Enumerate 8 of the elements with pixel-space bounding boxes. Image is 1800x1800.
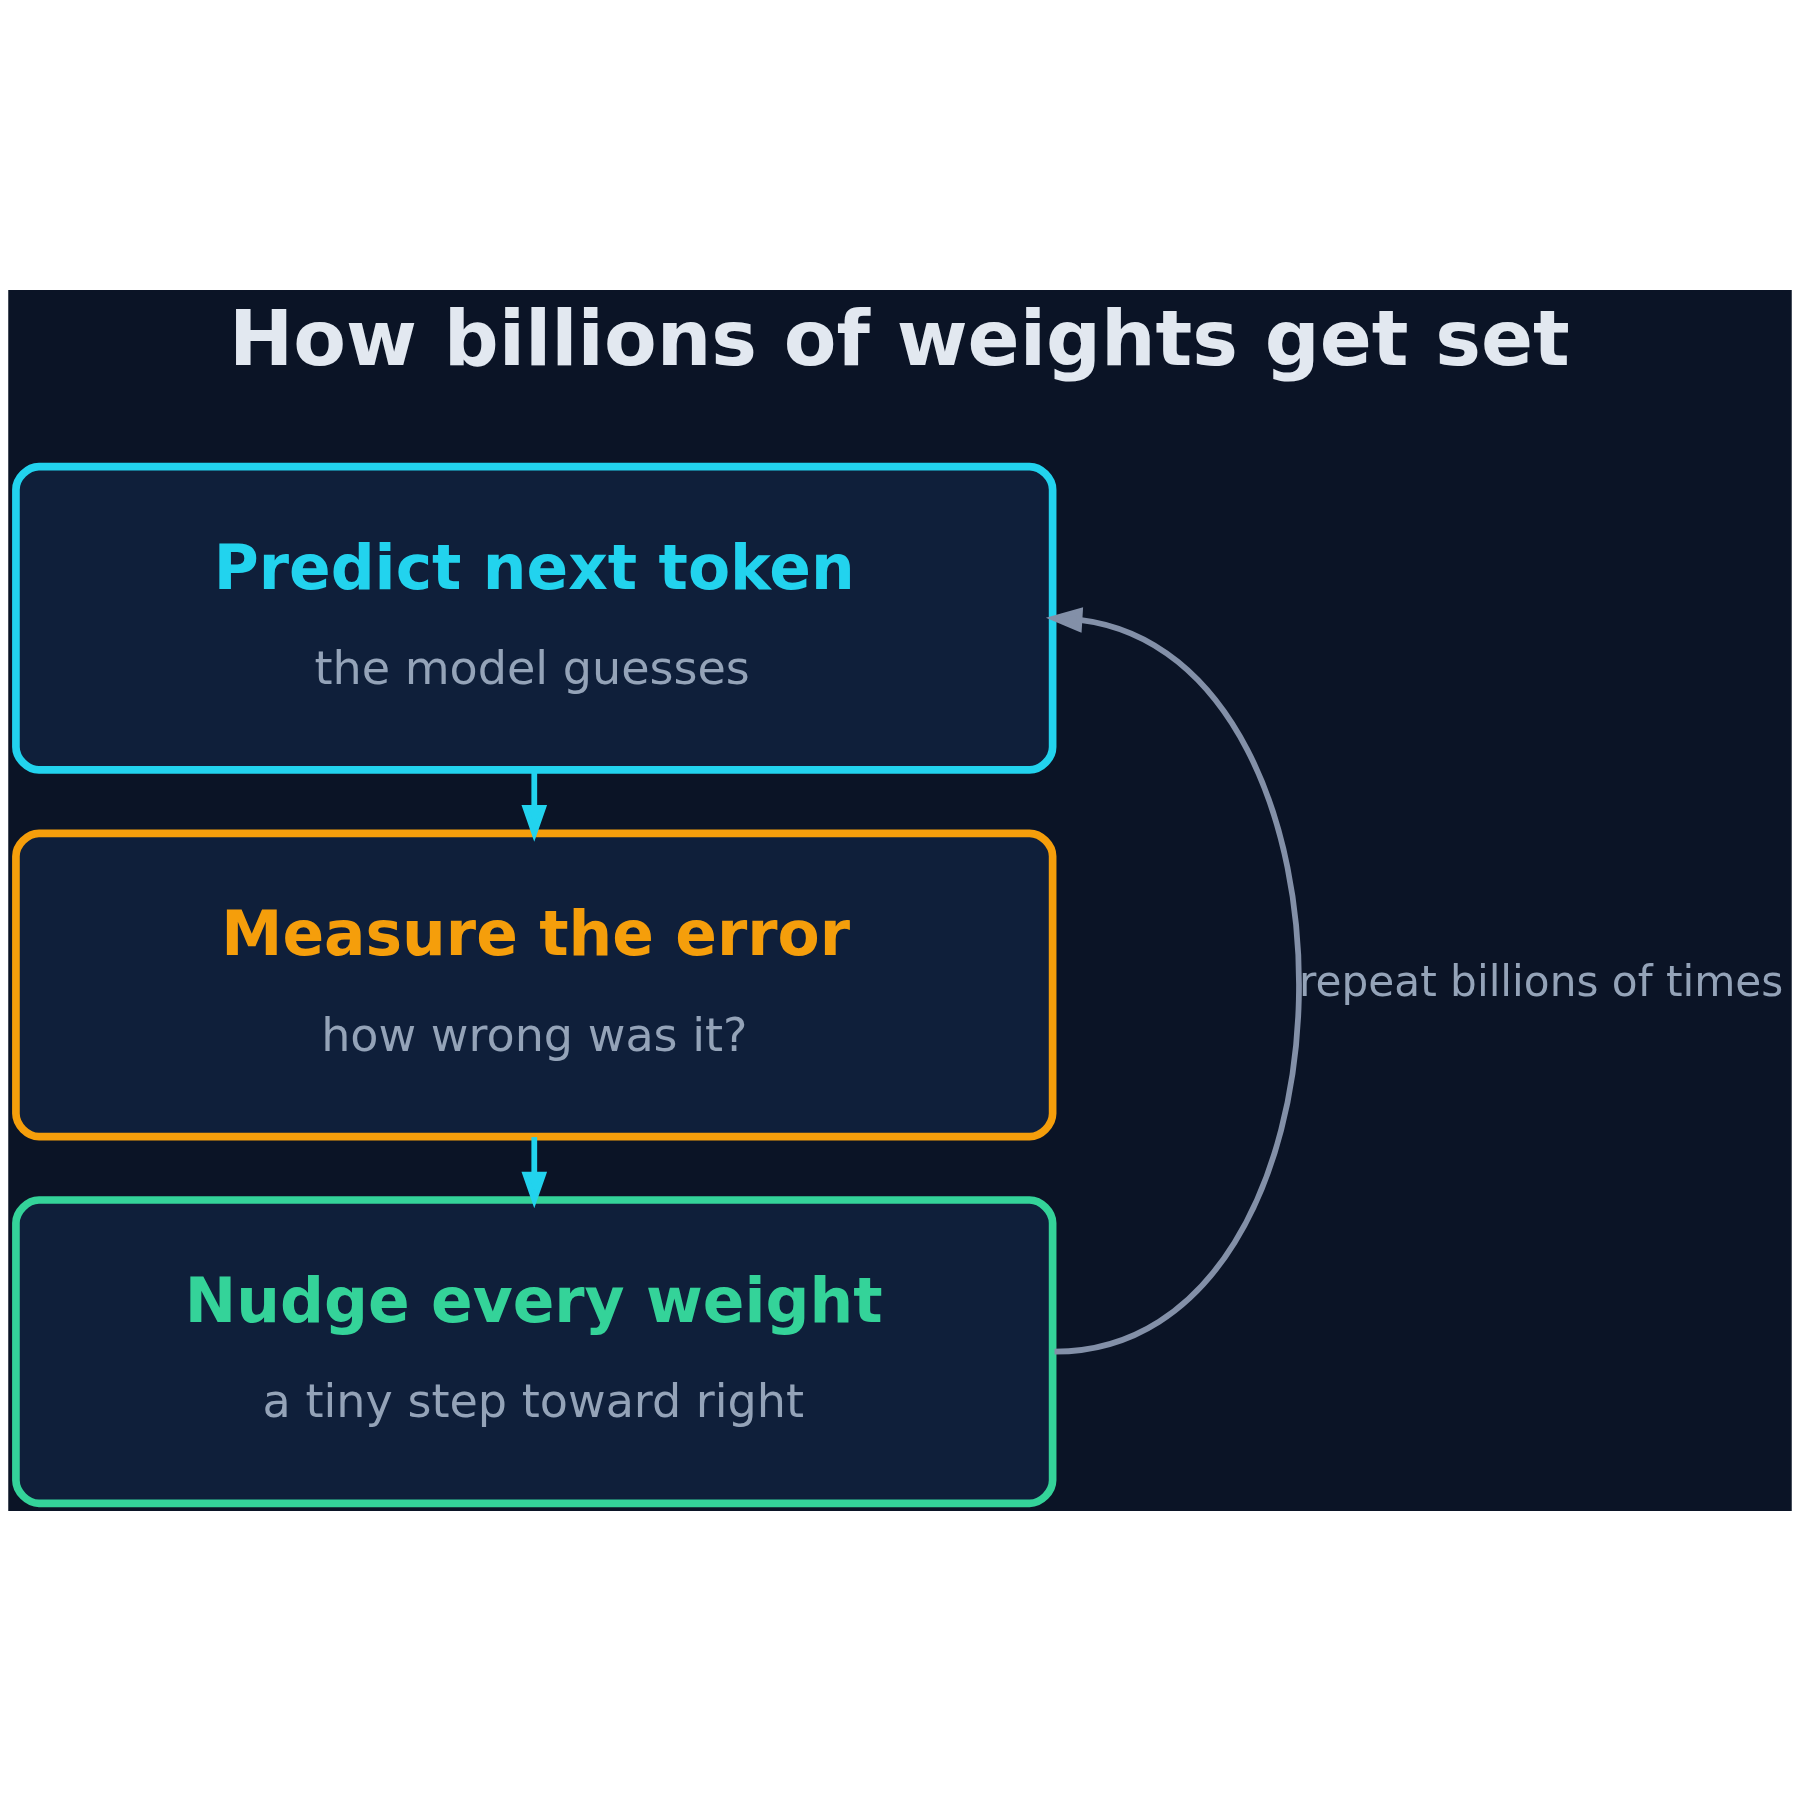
node-box: Nudge every weight a tiny step toward right	[12, 1195, 1057, 1507]
node-box: Measure the error how wrong was it?	[12, 828, 1057, 1140]
arrow	[521, 1136, 548, 1208]
node-box: Predict next token the model guesses	[12, 462, 1057, 774]
edge-label: repeat billions of times	[1299, 956, 1784, 1006]
arrow	[521, 769, 548, 842]
arrow	[1045, 606, 1302, 1354]
diagram-title: How billions of weights get set	[229, 293, 1570, 383]
